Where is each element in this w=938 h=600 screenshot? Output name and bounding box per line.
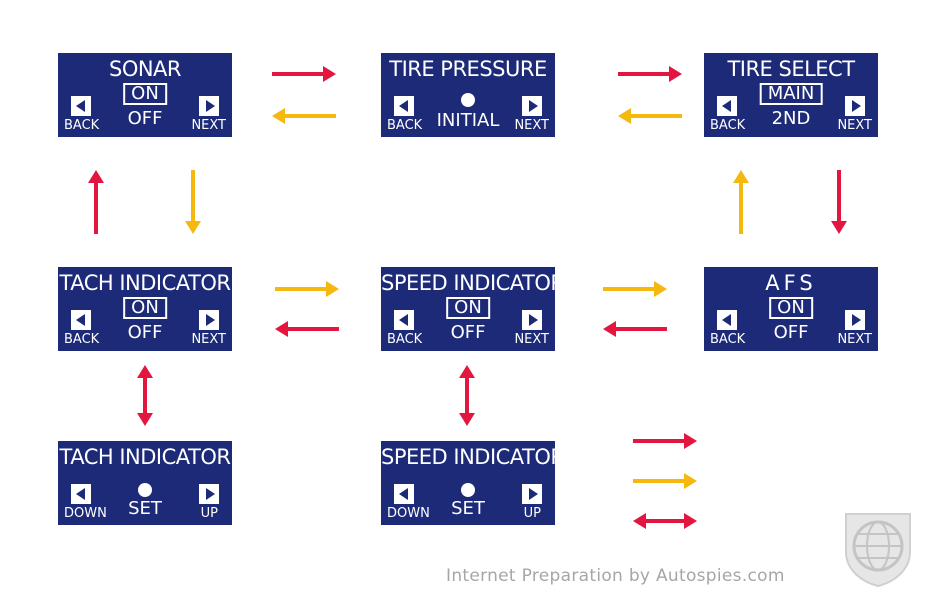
set-dot-icon xyxy=(461,93,475,107)
selected-option: ON xyxy=(123,297,167,319)
panel-title: AFS xyxy=(765,271,817,295)
panel-speed-indicator: SPEED INDICATOR ON OFF BACK NEXT xyxy=(381,267,565,351)
next-label: NEXT xyxy=(191,332,226,347)
other-option: 2ND xyxy=(771,108,811,129)
next-label: NEXT xyxy=(191,118,226,133)
selected-option: ON xyxy=(769,297,813,319)
back-arrow-icon xyxy=(717,96,737,116)
center-label: INITIAL xyxy=(436,110,500,131)
back-label: BACK xyxy=(710,332,746,347)
flow-arrow-tach-indicator-to-sonar xyxy=(88,170,104,234)
panel-speed-set: SPEED INDICATOR SET DOWN UP xyxy=(381,441,565,525)
flow-arrow-tach-indicator-to-tach-set xyxy=(137,365,153,426)
next-label: NEXT xyxy=(514,118,549,133)
flow-arrow-sonar-to-tach-indicator xyxy=(185,170,201,234)
back-arrow-icon xyxy=(71,96,91,116)
next-arrow-icon xyxy=(845,96,865,116)
back-label: BACK xyxy=(387,332,423,347)
center-label: SET xyxy=(128,498,162,519)
back-arrow-icon xyxy=(394,310,414,330)
other-option: OFF xyxy=(127,322,163,343)
back-label: BACK xyxy=(710,118,746,133)
panel-sonar: SONAR ON OFF BACK NEXT xyxy=(58,53,232,137)
back-label: BACK xyxy=(387,118,423,133)
next-arrow-icon xyxy=(199,310,219,330)
down-arrow-icon xyxy=(71,484,91,504)
flow-arrow-tire-select-to-afs xyxy=(831,170,847,234)
flow-arrow-tire-pressure-to-sonar xyxy=(272,108,336,124)
next-arrow-icon xyxy=(522,96,542,116)
flow-arrow-tire-select-to-tire-pressure xyxy=(618,108,682,124)
next-arrow-icon xyxy=(522,310,542,330)
flow-arrow-tach-indicator-to-speed-indicator xyxy=(275,281,339,297)
up-arrow-icon xyxy=(522,484,542,504)
back-arrow-icon xyxy=(717,310,737,330)
panel-title: TACH INDICATOR xyxy=(59,445,231,469)
selected-option: ON xyxy=(123,83,167,105)
panel-tire-select: TIRE SELECT MAIN 2ND BACK NEXT xyxy=(704,53,878,137)
next-label: NEXT xyxy=(514,332,549,347)
down-arrow-icon xyxy=(394,484,414,504)
back-arrow-icon xyxy=(394,96,414,116)
back-arrow-icon xyxy=(71,310,91,330)
flow-arrow-speed-indicator-to-tach-indicator xyxy=(275,321,339,337)
back-label: BACK xyxy=(64,332,100,347)
next-arrow-icon xyxy=(199,96,219,116)
down-label: DOWN xyxy=(64,506,107,521)
panel-title: SPEED INDICATOR xyxy=(381,271,565,295)
down-label: DOWN xyxy=(387,506,430,521)
flow-arrow-speed-indicator-to-afs xyxy=(603,281,667,297)
panel-tire-pressure: TIRE PRESSURE INITIAL BACK NEXT xyxy=(381,53,555,137)
next-label: NEXT xyxy=(837,332,872,347)
panel-title: SONAR xyxy=(108,57,182,81)
set-dot-icon xyxy=(461,483,475,497)
next-label: NEXT xyxy=(837,118,872,133)
selected-option: ON xyxy=(446,297,490,319)
center-label: SET xyxy=(451,498,485,519)
up-label: UP xyxy=(523,506,541,521)
flow-arrow-sonar-to-tire-pressure xyxy=(272,66,336,82)
panel-tach-indicator: TACH INDICATOR ON OFF BACK NEXT xyxy=(58,267,232,351)
back-label: BACK xyxy=(64,118,100,133)
other-option: OFF xyxy=(450,322,486,343)
up-arrow-icon xyxy=(199,484,219,504)
legend-arrow-yellow-single xyxy=(633,473,697,489)
panel-tach-set: TACH INDICATOR SET DOWN UP xyxy=(58,441,232,525)
panel-title: SPEED INDICATOR xyxy=(381,445,565,469)
panel-title: TIRE SELECT xyxy=(727,57,855,81)
flow-arrow-tire-pressure-to-tire-select xyxy=(618,66,682,82)
flow-arrow-afs-to-speed-indicator xyxy=(603,321,667,337)
flow-arrow-speed-indicator-to-speed-set xyxy=(459,365,475,426)
legend-arrow-red-single xyxy=(633,433,697,449)
credit-text: Internet Preparation by Autospies.com xyxy=(446,566,785,586)
panel-afs: AFS ON OFF BACK NEXT xyxy=(704,267,878,351)
selected-option: MAIN xyxy=(759,83,823,105)
set-dot-icon xyxy=(138,483,152,497)
other-option: OFF xyxy=(127,108,163,129)
legend-arrow-red-double xyxy=(633,513,697,529)
other-option: OFF xyxy=(773,322,809,343)
panel-title: TIRE PRESSURE xyxy=(389,57,547,81)
next-arrow-icon xyxy=(845,310,865,330)
flow-arrow-afs-to-tire-select xyxy=(733,170,749,234)
autospies-logo-icon xyxy=(845,513,911,588)
up-label: UP xyxy=(200,506,218,521)
panel-title: TACH INDICATOR xyxy=(59,271,231,295)
